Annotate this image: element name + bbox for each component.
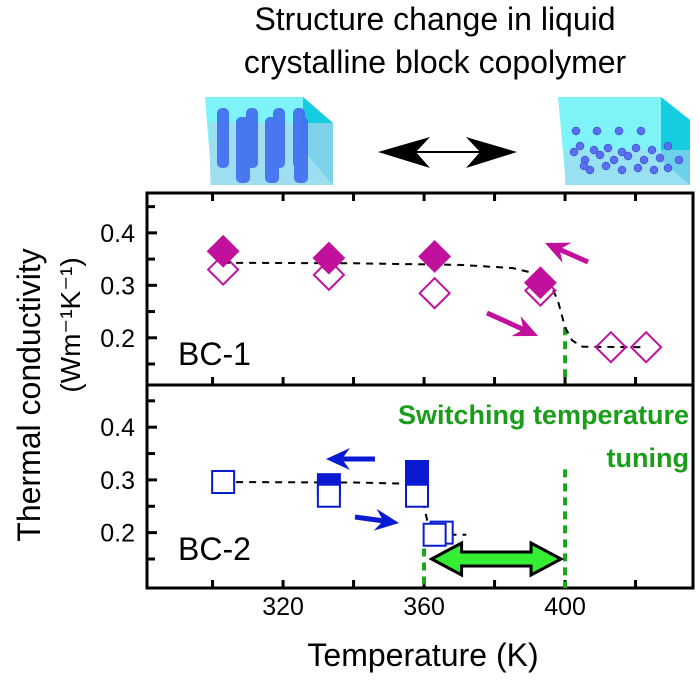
- filled-diamond-point: [418, 240, 452, 273]
- sphere-icon: [595, 150, 605, 160]
- filled-square-point: [405, 460, 430, 484]
- filled-diamond-point: [312, 241, 346, 275]
- y-tick-label: 0.4: [100, 414, 135, 442]
- panel-frame: [145, 383, 695, 590]
- open-square-point: [211, 470, 236, 495]
- cooling-arrow-icon: [545, 242, 590, 265]
- sphere-icon: [636, 126, 646, 136]
- sphere-icon: [575, 141, 585, 151]
- open-square-point: [316, 483, 341, 508]
- sphere-icon: [614, 126, 624, 136]
- panel-bc-2: 0.4 0.3 0.2 BC-2: [100, 383, 695, 590]
- sphere-icon: [592, 126, 602, 136]
- panel-bc-1: 0.4 0.3 0.2 BC-1: [100, 191, 695, 387]
- y-tick-label: 0.3: [100, 467, 135, 495]
- sphere-icon: [609, 155, 619, 165]
- sphere-icon: [655, 153, 665, 163]
- panel-label: BC-2: [178, 531, 251, 567]
- filled-diamond-point: [523, 266, 557, 300]
- sphere-icon: [601, 161, 611, 171]
- phase-change-double-arrow-icon: [378, 137, 517, 168]
- y-tick-label: 0.2: [100, 520, 135, 548]
- open-diamond-point: [594, 330, 628, 364]
- sphere-icon: [571, 126, 581, 136]
- open-square-point: [405, 483, 430, 508]
- heating-arrow-icon: [354, 508, 399, 531]
- open-diamond-point: [629, 330, 663, 364]
- open-diamond-point: [523, 274, 557, 307]
- sphere-icon: [647, 145, 657, 155]
- y-tick-label: 0.4: [100, 220, 135, 248]
- cooling-arrow-icon: [326, 448, 375, 470]
- sphere-icon: [663, 163, 673, 173]
- sphere-icon: [603, 143, 613, 153]
- y-tick-label: 0.2: [100, 325, 135, 353]
- sphere-icon: [585, 165, 595, 175]
- heating-arrow-icon: [485, 310, 538, 337]
- sphere-icon: [663, 141, 673, 151]
- sphere-icon: [569, 147, 579, 157]
- sphere-icon: [617, 147, 627, 157]
- open-diamond-point: [206, 253, 240, 287]
- sphere-icon: [589, 145, 599, 155]
- filled-diamond-point: [206, 234, 240, 268]
- sphere-icon: [649, 165, 659, 175]
- y-axis-unit: (Wm⁻¹K⁻¹): [55, 257, 86, 392]
- y-axis-title: Thermal conductivity: [11, 248, 47, 541]
- cylinder-phase-illustration: [205, 97, 333, 185]
- sphere-icon: [639, 155, 649, 165]
- open-diamond-point: [312, 258, 346, 292]
- sphere-icon: [623, 151, 633, 161]
- annotation-line-1: Switching temperature: [398, 400, 689, 430]
- title-line-2: crystalline block copolymer: [244, 44, 627, 80]
- panel-label: BC-1: [178, 336, 251, 372]
- sphere-icon: [617, 165, 627, 175]
- x-tick-label: 360: [403, 593, 445, 621]
- x-axis-title: Temperature (K): [307, 637, 538, 673]
- open-diamond-point: [418, 276, 452, 310]
- sphere-icon: [579, 161, 589, 171]
- open-square-point: [422, 522, 447, 547]
- annotation-line-2: tuning: [607, 443, 689, 473]
- x-tick-label: 320: [262, 593, 304, 621]
- title-line-1: Structure change in liquid: [254, 1, 615, 37]
- y-tick-label: 0.3: [100, 272, 135, 300]
- sphere-phase-illustration: [558, 97, 690, 185]
- sphere-icon: [633, 163, 643, 173]
- sphere-icon: [674, 155, 684, 165]
- fit-line: [223, 261, 647, 349]
- sphere-icon: [631, 143, 641, 153]
- tuning-range-arrow-icon: [428, 540, 565, 578]
- x-tick-label: 400: [544, 593, 586, 621]
